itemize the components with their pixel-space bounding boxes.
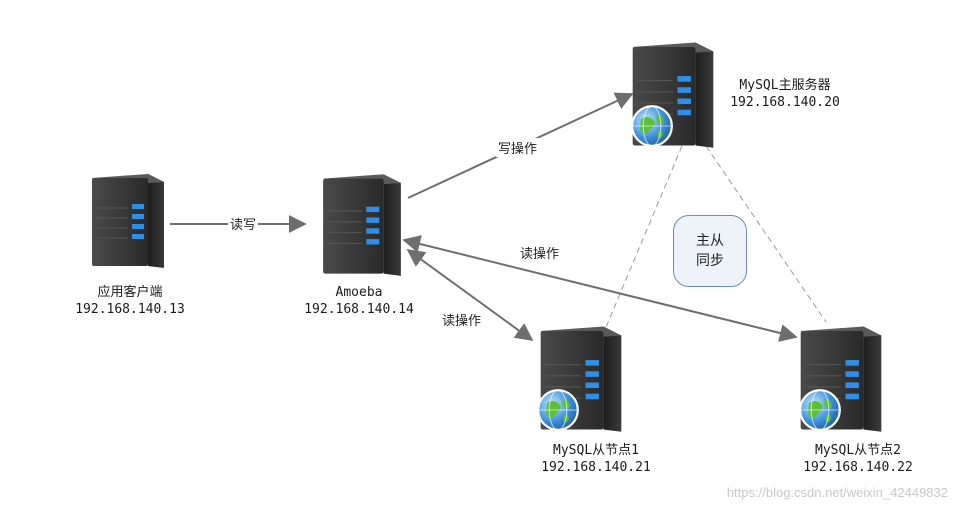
slave1-server-icon xyxy=(537,325,622,433)
slave1-ip: 192.168.140.21 xyxy=(541,460,651,475)
client-name: 应用客户端 xyxy=(97,285,163,300)
edge-label-client-amoeba: 读写 xyxy=(228,214,259,233)
sync-bubble: 主从 同步 xyxy=(673,215,747,287)
master-label: MySQL主服务器 192.168.140.20 xyxy=(730,77,840,111)
edge-label-amoeba-slave1: 读操作 xyxy=(440,310,484,329)
edge-label-amoeba-slave2: 读操作 xyxy=(518,243,562,262)
sync-label-line2: 同步 xyxy=(696,253,724,269)
globe-icon xyxy=(799,389,841,431)
slave2-ip: 192.168.140.22 xyxy=(803,460,913,475)
master-server-icon xyxy=(631,41,714,149)
slave1-label: MySQL从节点1 192.168.140.21 xyxy=(541,442,651,476)
sync-label-line1: 主从 xyxy=(696,233,724,249)
globe-icon xyxy=(537,389,579,431)
amoeba-label: Amoeba 192.168.140.14 xyxy=(304,284,414,318)
amoeba-server-icon xyxy=(322,173,402,277)
client-label: 应用客户端 192.168.140.13 xyxy=(75,284,185,318)
slave2-label: MySQL从节点2 192.168.140.22 xyxy=(803,442,913,476)
master-name: MySQL主服务器 xyxy=(739,78,831,93)
sync-line-master-slave2 xyxy=(705,145,827,323)
edge-label-amoeba-master: 写操作 xyxy=(496,138,540,157)
edge-amoeba-slave1 xyxy=(406,248,534,342)
amoeba-name: Amoeba xyxy=(335,285,383,300)
amoeba-ip: 192.168.140.14 xyxy=(304,302,414,317)
master-ip: 192.168.140.20 xyxy=(730,95,840,110)
slave2-server-icon xyxy=(799,325,882,433)
client-ip: 192.168.140.13 xyxy=(75,302,185,317)
client-server-icon xyxy=(91,173,165,269)
slave1-name: MySQL从节点1 xyxy=(553,443,639,458)
globe-icon xyxy=(631,105,673,147)
sync-line-master-slave1 xyxy=(603,145,683,333)
slave2-name: MySQL从节点2 xyxy=(815,443,901,458)
watermark-text: https://blog.csdn.net/weixin_42449832 xyxy=(726,485,948,500)
